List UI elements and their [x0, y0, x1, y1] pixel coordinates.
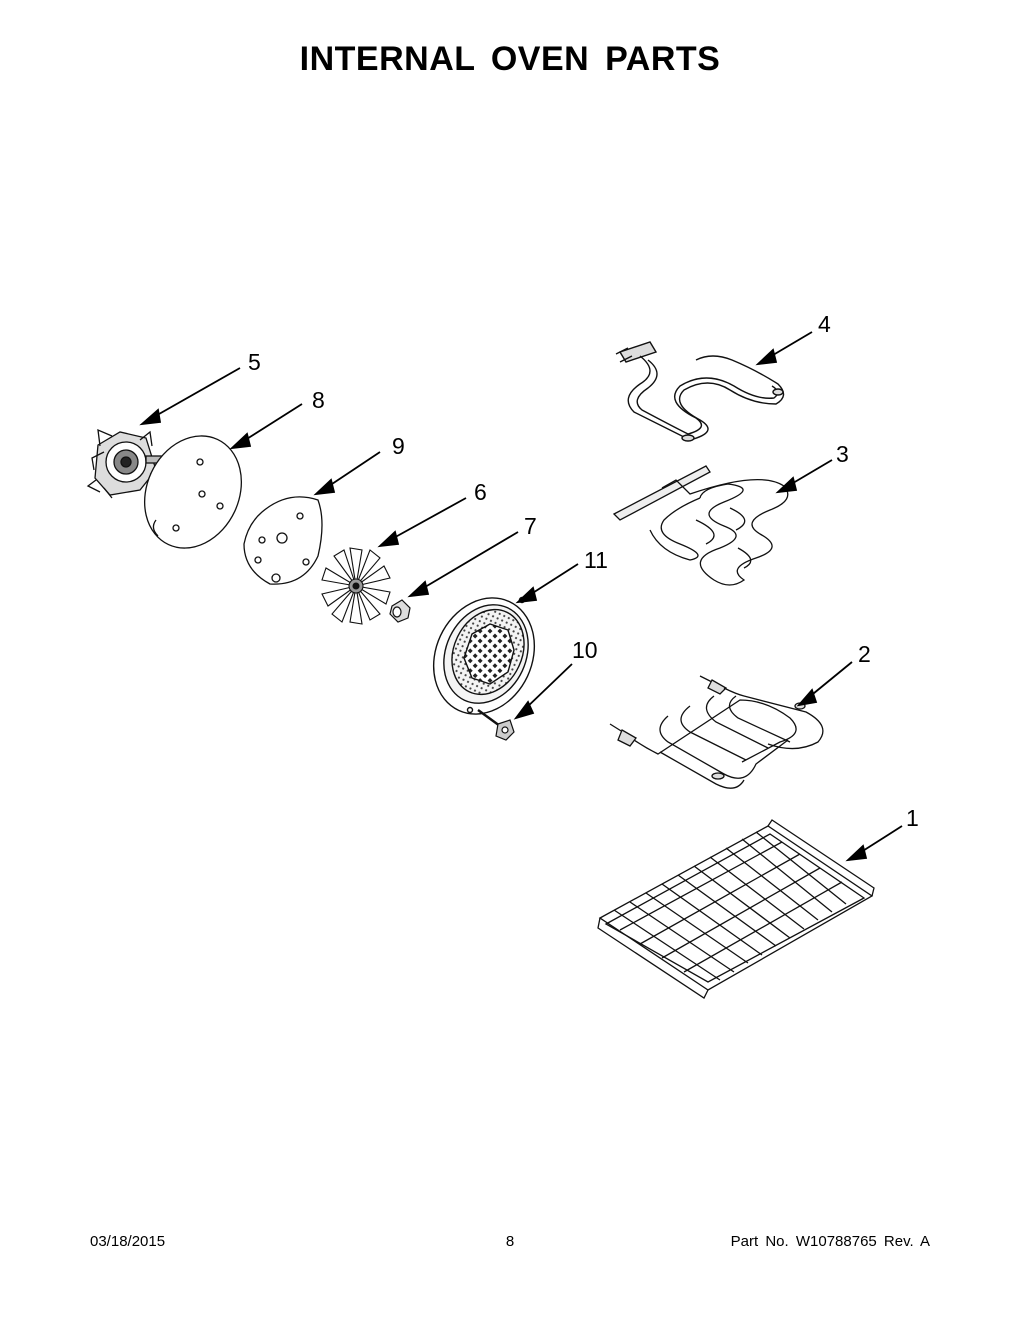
hidden-bake-element	[612, 465, 789, 586]
broil-element	[615, 341, 785, 442]
oven-rack	[597, 819, 875, 999]
callout-4: 4	[818, 311, 831, 337]
leader-arrow-2	[796, 661, 853, 707]
leader-arrow-4	[755, 331, 813, 366]
leader-arrow-7	[407, 531, 519, 598]
leader-arrow-3	[775, 459, 833, 494]
callout-1: 1	[906, 805, 919, 831]
insulation-disk	[143, 435, 243, 549]
callout-8: 8	[312, 387, 325, 413]
mounting-screw	[477, 709, 515, 741]
fan-blade	[321, 547, 391, 625]
leader-arrow-5	[139, 367, 241, 426]
callout-10: 10	[572, 637, 598, 663]
leader-arrow-9	[313, 451, 381, 496]
leader-arrow-10	[513, 663, 573, 720]
leader-arrows	[139, 331, 903, 862]
page-title: INTERNAL OVEN PARTS	[299, 40, 721, 78]
callout-6: 6	[474, 479, 487, 505]
callout-labels: 5 8 9 6 7 11 10 4 3 2 1	[248, 311, 919, 831]
leader-arrow-1	[845, 825, 903, 862]
leader-arrow-8	[229, 403, 303, 450]
callout-9: 9	[392, 433, 405, 459]
motor-mount-plate	[243, 496, 323, 585]
fan-nut	[389, 599, 411, 623]
footer-page-number: 8	[505, 1233, 515, 1250]
callout-5: 5	[248, 349, 261, 375]
leader-arrow-11	[515, 563, 579, 604]
footer-part-number: Part No. W10788765 Rev. A	[730, 1233, 930, 1250]
callout-3: 3	[836, 441, 849, 467]
callout-11: 11	[584, 547, 608, 573]
footer-date: 03/18/2015	[90, 1233, 166, 1250]
callout-7: 7	[524, 513, 537, 539]
bake-element	[609, 675, 824, 789]
callout-2: 2	[858, 641, 871, 667]
convection-fan-cover	[432, 596, 536, 715]
leader-arrow-6	[377, 497, 467, 548]
